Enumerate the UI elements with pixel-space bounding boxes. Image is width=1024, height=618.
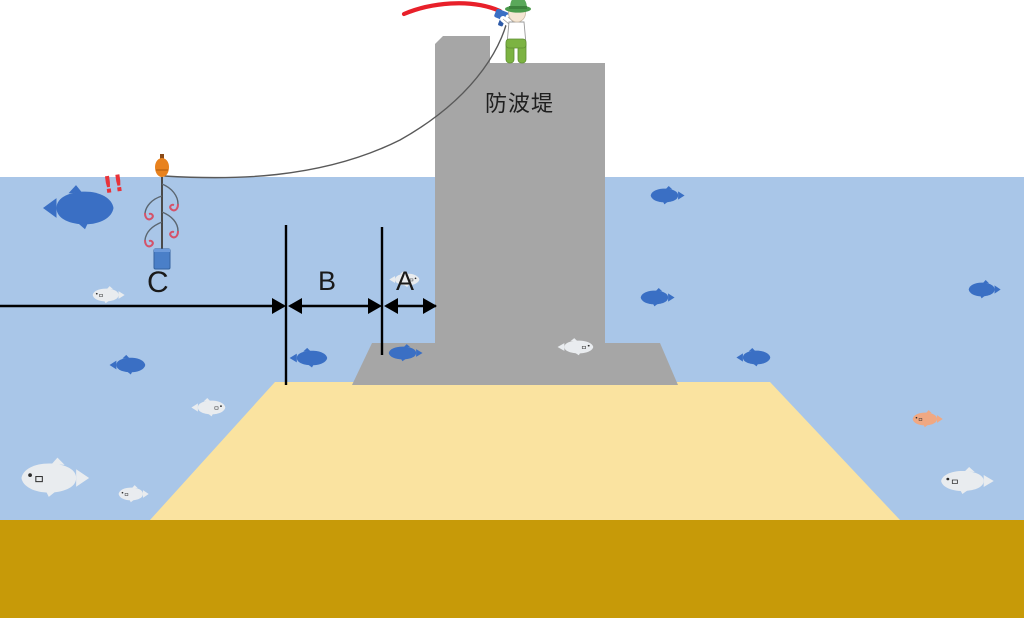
angler-figure	[401, 0, 531, 64]
breakwater-footing	[352, 343, 678, 385]
arrowhead-b-right	[368, 298, 382, 314]
bite-alert-label: !!	[101, 170, 126, 200]
fishing-rod-highlight	[403, 5, 501, 18]
rig-hooks	[144, 183, 179, 248]
breakwater-cap	[435, 36, 490, 66]
arrowhead-c-right	[272, 298, 286, 314]
breakwater-body	[435, 63, 605, 353]
fishing-rod	[401, 1, 503, 17]
zone-b-label: B	[318, 266, 337, 296]
seabed	[0, 520, 1024, 618]
dimension-annotations	[0, 225, 437, 385]
fishing-rig	[144, 154, 179, 270]
zone-c-label: C	[147, 266, 169, 299]
breakwater-label: 防波堤	[485, 91, 555, 116]
angler-hat-icon	[505, 0, 531, 13]
fishing-line	[163, 11, 510, 179]
rubble-mound	[150, 382, 900, 520]
angler-hip	[505, 38, 527, 49]
zone-a-label: A	[396, 266, 415, 296]
arrowhead-b-left	[288, 298, 302, 314]
arrowhead-a-left	[384, 298, 398, 314]
float-bobber-icon	[155, 154, 169, 177]
arrowhead-a-right	[423, 298, 437, 314]
